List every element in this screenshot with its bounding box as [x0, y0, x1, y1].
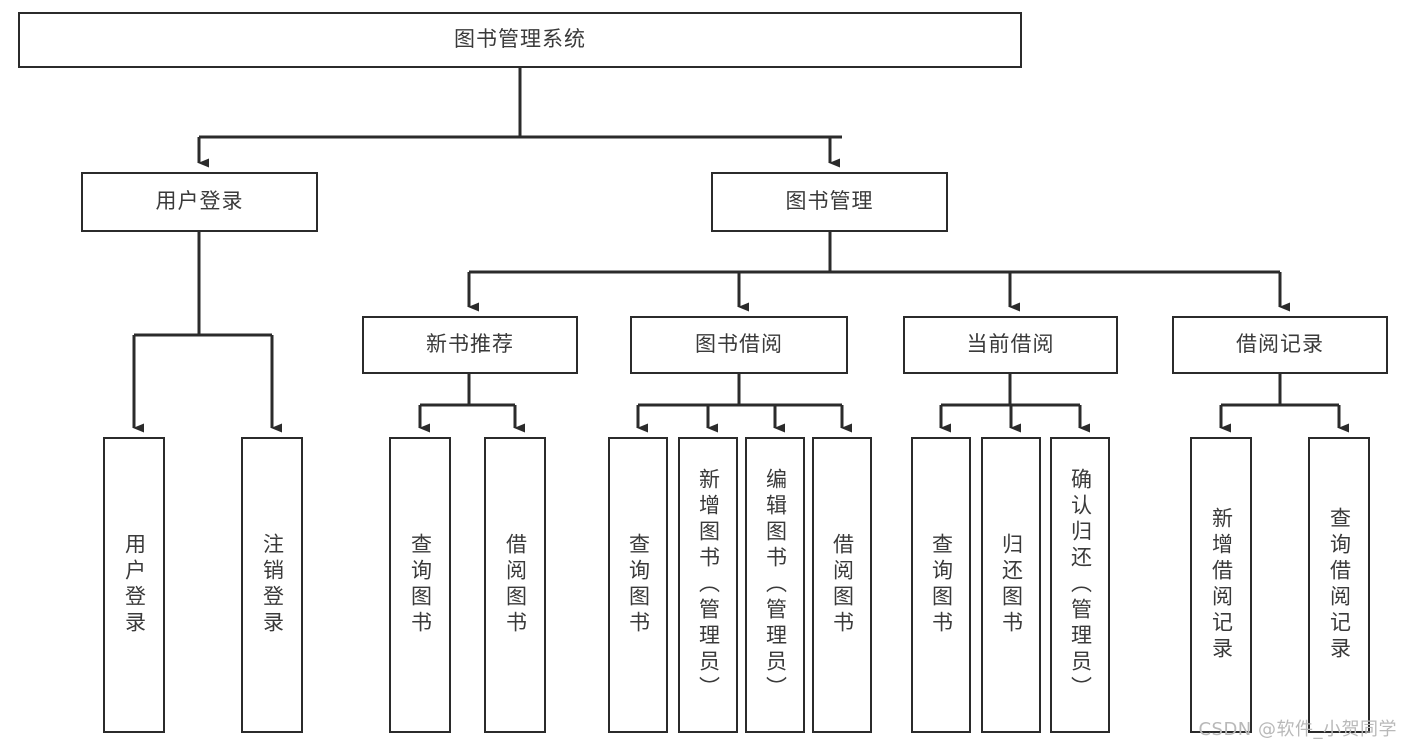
node-book-borrow[interactable]: 图书借阅 — [630, 316, 848, 374]
node-root-label: 图书管理系统 — [454, 27, 586, 52]
node-leaf-add-book-admin-label: 新增图书（管理员） — [696, 468, 721, 702]
node-book-borrow-label: 图书借阅 — [695, 332, 783, 357]
node-leaf-return-book-label: 归还图书 — [999, 533, 1024, 637]
node-borrow-record-label: 借阅记录 — [1236, 332, 1324, 357]
node-new-book-recommend-label: 新书推荐 — [426, 332, 514, 357]
node-leaf-edit-book-admin[interactable]: 编辑图书（管理员） — [745, 437, 805, 733]
node-leaf-query-book-3[interactable]: 查询图书 — [911, 437, 971, 733]
node-book-management[interactable]: 图书管理 — [711, 172, 948, 232]
node-new-book-recommend[interactable]: 新书推荐 — [362, 316, 578, 374]
node-leaf-query-book-3-label: 查询图书 — [929, 533, 954, 637]
node-leaf-logout-login[interactable]: 注销登录 — [241, 437, 303, 733]
node-borrow-record[interactable]: 借阅记录 — [1172, 316, 1388, 374]
node-leaf-query-borrow-record[interactable]: 查询借阅记录 — [1308, 437, 1370, 733]
node-leaf-borrow-book-2-label: 借阅图书 — [830, 533, 855, 637]
node-leaf-add-borrow-record[interactable]: 新增借阅记录 — [1190, 437, 1252, 733]
node-leaf-user-login-label: 用户登录 — [122, 533, 147, 637]
node-leaf-edit-book-admin-label: 编辑图书（管理员） — [763, 468, 788, 702]
node-leaf-user-login[interactable]: 用户登录 — [103, 437, 165, 733]
node-current-borrow-label: 当前借阅 — [966, 332, 1055, 357]
node-leaf-confirm-return-admin-label: 确认归还（管理员） — [1068, 468, 1093, 702]
node-leaf-borrow-book-1-label: 借阅图书 — [503, 533, 528, 637]
node-leaf-return-book[interactable]: 归还图书 — [981, 437, 1041, 733]
node-user-login-label: 用户登录 — [155, 189, 244, 214]
node-leaf-borrow-book-1[interactable]: 借阅图书 — [484, 437, 546, 733]
node-current-borrow[interactable]: 当前借阅 — [903, 316, 1118, 374]
node-leaf-add-borrow-record-label: 新增借阅记录 — [1209, 507, 1234, 663]
node-leaf-logout-login-label: 注销登录 — [260, 533, 285, 637]
node-book-management-label: 图书管理 — [785, 189, 874, 214]
node-root[interactable]: 图书管理系统 — [18, 12, 1022, 68]
node-leaf-query-borrow-record-label: 查询借阅记录 — [1327, 507, 1352, 663]
node-leaf-confirm-return-admin[interactable]: 确认归还（管理员） — [1050, 437, 1110, 733]
node-leaf-query-book-1[interactable]: 查询图书 — [389, 437, 451, 733]
node-leaf-add-book-admin[interactable]: 新增图书（管理员） — [678, 437, 738, 733]
node-leaf-query-book-1-label: 查询图书 — [408, 533, 433, 637]
node-leaf-borrow-book-2[interactable]: 借阅图书 — [812, 437, 872, 733]
node-leaf-query-book-2[interactable]: 查询图书 — [608, 437, 668, 733]
node-user-login[interactable]: 用户登录 — [81, 172, 318, 232]
node-leaf-query-book-2-label: 查询图书 — [626, 533, 651, 637]
